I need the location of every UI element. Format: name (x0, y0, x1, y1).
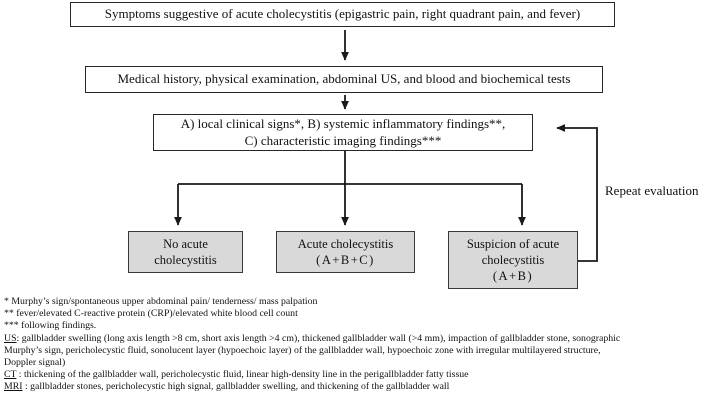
footnote-inflammatory: ** fever/elevated C-reactive protein (CR… (4, 308, 706, 320)
criteria-box: A) local clinical signs*, B) systemic in… (153, 114, 533, 151)
footnote-prefix-us: US (4, 332, 17, 344)
outcome-box-suspicion-acute-cholecystitis: Suspicion of acute cholecystitis (A+B) (448, 231, 578, 289)
repeat-evaluation-label: Repeat evaluation (605, 183, 699, 198)
symptoms-box-text: Symptoms suggestive of acute cholecystit… (104, 6, 581, 22)
footnote-text: Murphy’s sign, pericholecystic fluid, so… (4, 344, 601, 356)
footnote-us-findings-3: Doppler signal) (4, 357, 706, 369)
footnote-text: : gallbladder stones, pericholecystic hi… (22, 381, 450, 393)
footnote-text: * Murphy’s sign/spontaneous upper abdomi… (4, 296, 318, 307)
footnote-text: ** fever/elevated C-reactive protein (CR… (4, 308, 298, 320)
outcome-box-acute-cholecystitis: Acute cholecystitis (A+B+C) (276, 231, 415, 273)
footnote-text: : thickening of the gallbladder wall, pe… (16, 369, 469, 381)
footnote-text: Doppler signal) (4, 357, 66, 369)
criteria-box-line1: A) local clinical signs*, B) systemic in… (180, 115, 506, 131)
footnote-mri-findings: MRI : gallbladder stones, pericholecysti… (4, 381, 706, 393)
outcome-suspicion-line1: Suspicion of acute (466, 236, 560, 251)
outcome-box-no-acute-cholecystitis: No acute cholecystitis (128, 231, 243, 273)
outcome-suspicion-line3: (A+B) (492, 269, 534, 284)
footnote-prefix-ct: CT (4, 369, 17, 381)
workup-box-text: Medical history, physical examination, a… (117, 71, 571, 87)
footnote-local-signs: * Murphy’s sign/spontaneous upper abdomi… (4, 296, 706, 308)
workup-box: Medical history, physical examination, a… (85, 66, 603, 93)
footnote-us-findings-1: US: gallbladder swelling (long axis leng… (4, 333, 706, 345)
footnote-ct-findings: CT : thickening of the gallbladder wall,… (4, 369, 706, 381)
symptoms-box: Symptoms suggestive of acute cholecystit… (70, 2, 615, 27)
footnote-prefix-mri: MRI (4, 381, 23, 393)
footnote-text: *** following findings. (4, 320, 97, 332)
outcome-acute-line1: Acute cholecystitis (297, 236, 394, 251)
footnote-us-findings-2: Murphy’s sign, pericholecystic fluid, so… (4, 345, 706, 357)
footnote-text: : gallbladder swelling (long axis length… (16, 332, 621, 344)
outcome-no-acute-line1: No acute (163, 236, 208, 251)
outcome-suspicion-line2: cholecystitis (481, 252, 545, 267)
outcome-no-acute-line2: cholecystitis (154, 253, 217, 267)
criteria-box-line2: C) characteristic imaging findings*** (244, 132, 442, 148)
outcome-acute-line2: (A+B+C) (316, 253, 375, 267)
footnote-following-findings: *** following findings. (4, 320, 706, 332)
footnotes-block: * Murphy’s sign/spontaneous upper abdomi… (4, 296, 706, 394)
repeat-evaluation-loop-arrow (556, 124, 598, 262)
